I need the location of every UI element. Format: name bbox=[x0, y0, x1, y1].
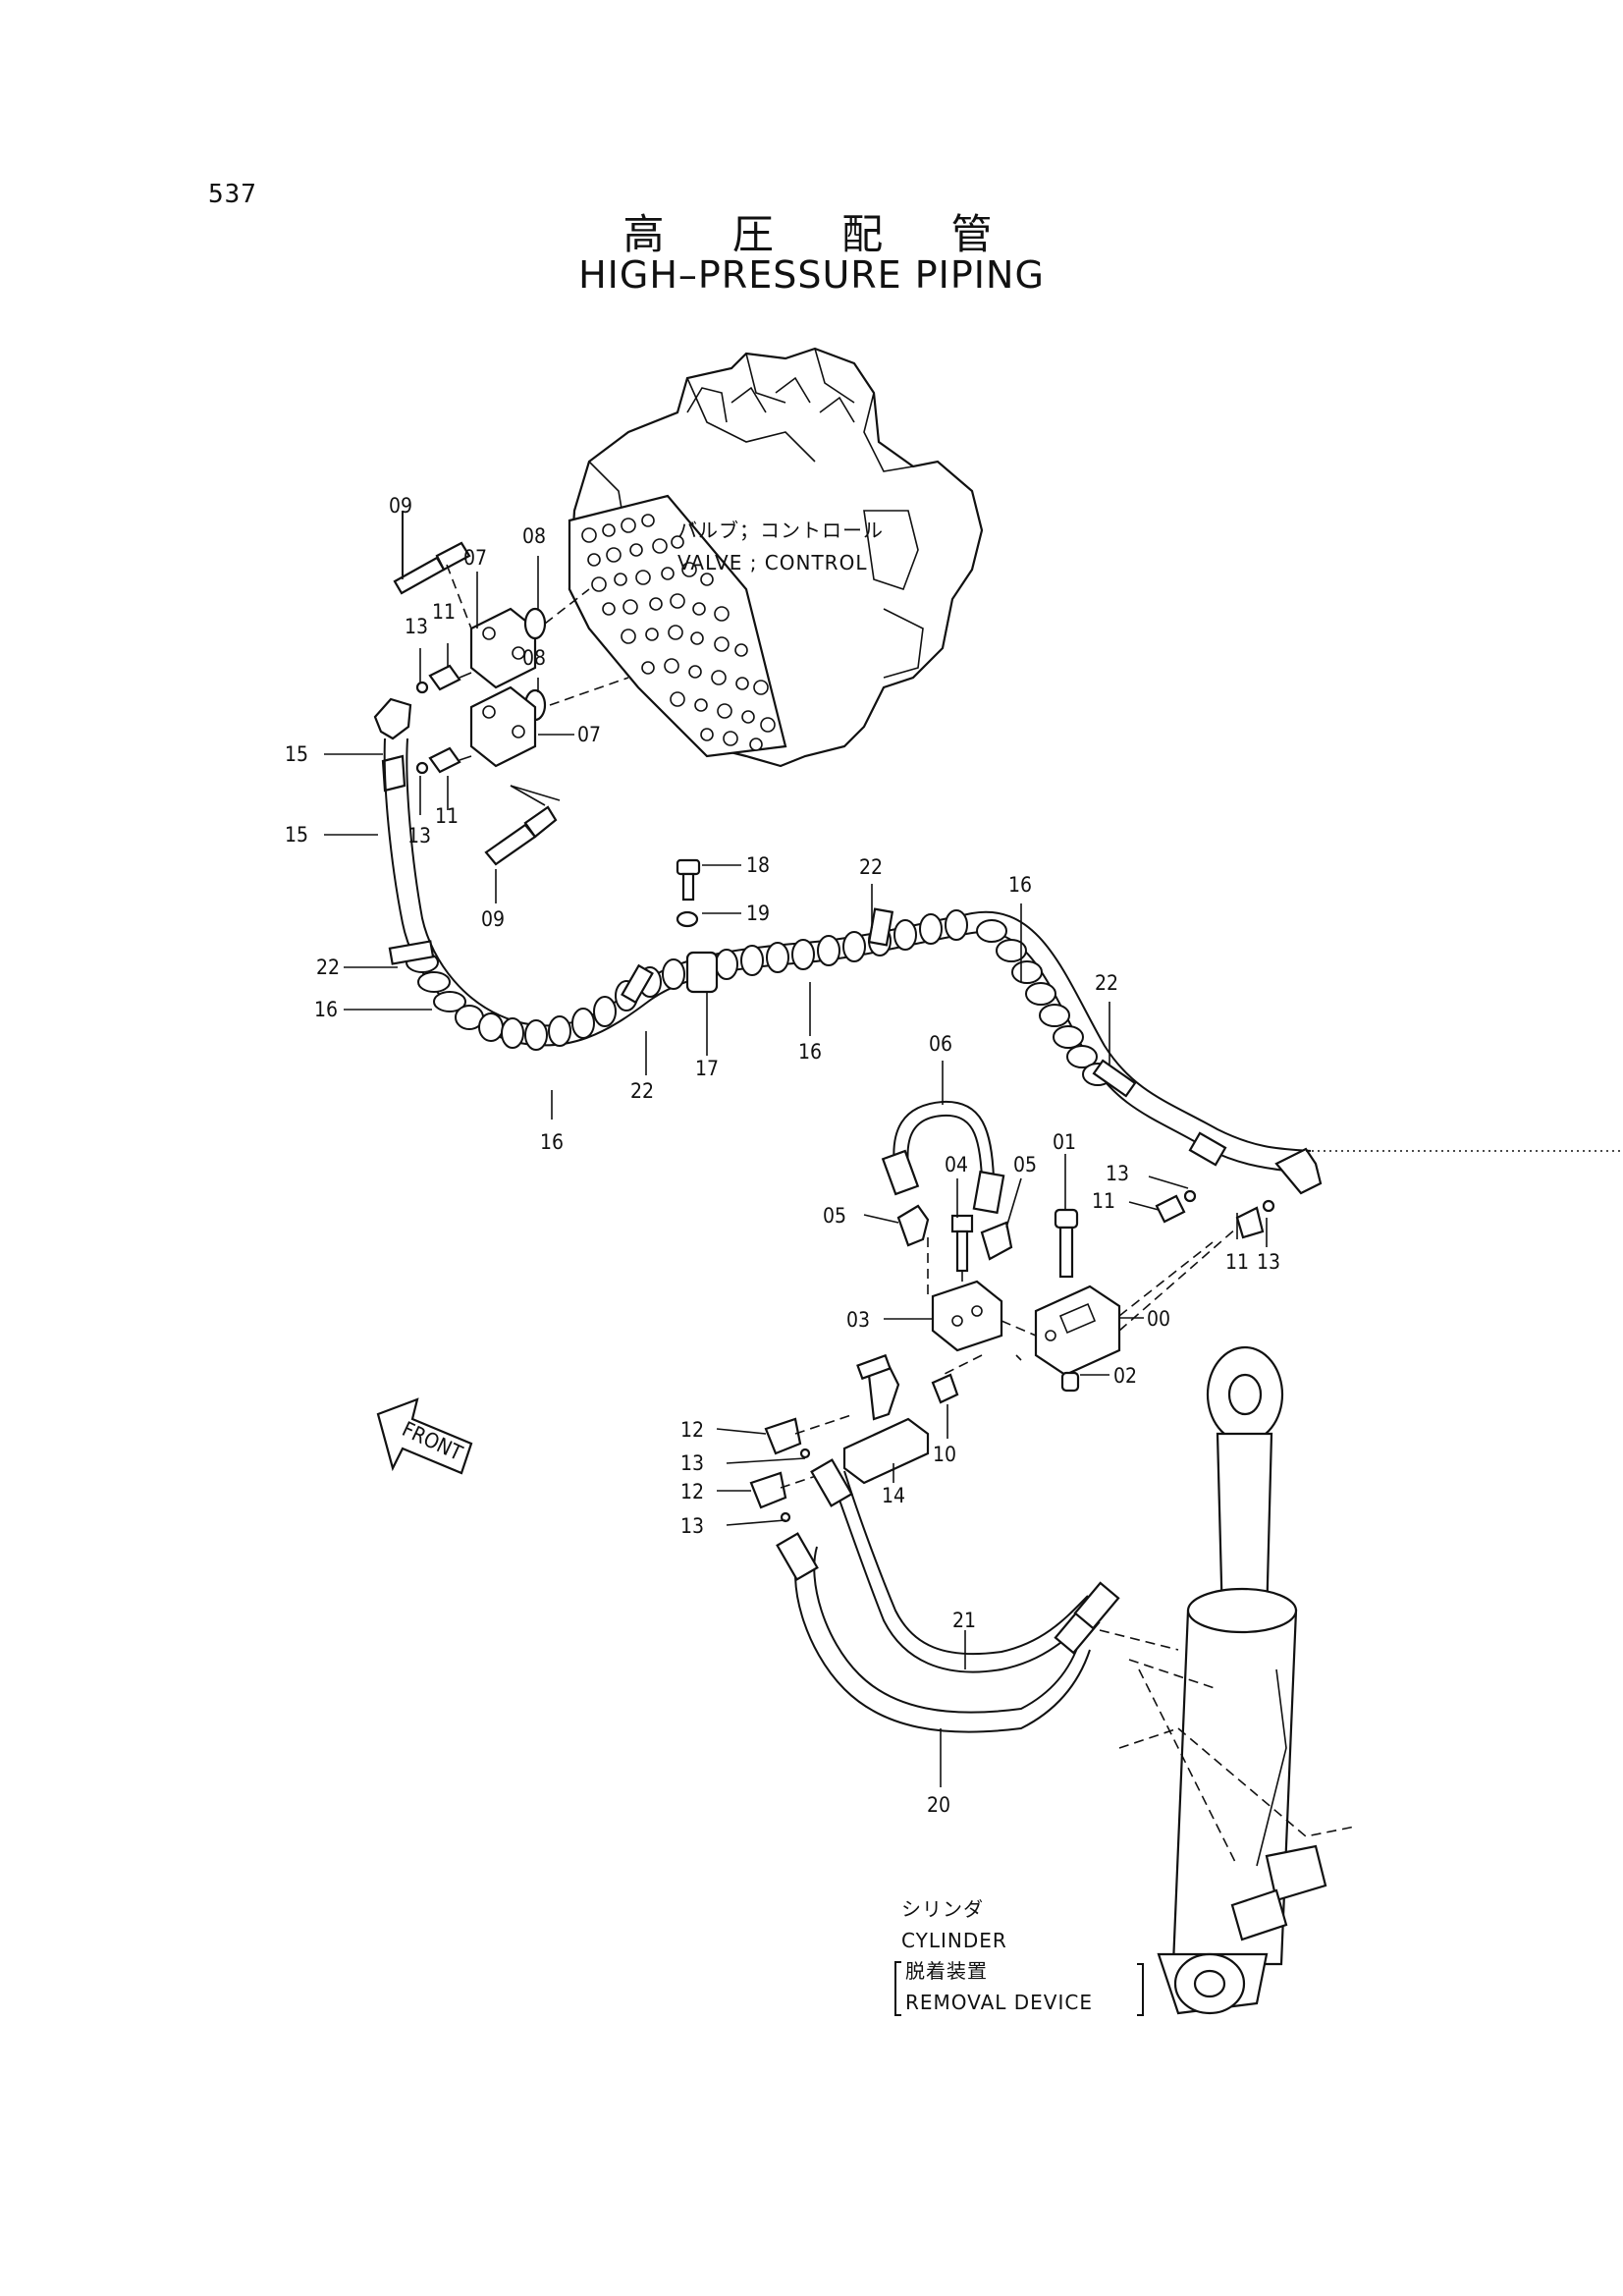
callout-13-far: 13 bbox=[1257, 1250, 1280, 1274]
removal-label-jp: 脱着装置 bbox=[905, 1959, 988, 1983]
callout-16-top: 16 bbox=[1008, 873, 1032, 897]
callout-19: 19 bbox=[746, 902, 770, 925]
bracket-left bbox=[894, 1961, 901, 2016]
callout-22-top: 22 bbox=[859, 855, 883, 879]
callout-13-top: 13 bbox=[405, 615, 428, 638]
page-number: 537 bbox=[208, 180, 257, 209]
main-hose bbox=[383, 738, 1323, 1195]
callout-11-far: 11 bbox=[1225, 1250, 1249, 1274]
callout-06: 06 bbox=[929, 1032, 952, 1056]
callout-16-left: 16 bbox=[314, 998, 338, 1021]
callout-15-lower: 15 bbox=[285, 823, 308, 847]
callout-12-lower: 12 bbox=[680, 1480, 704, 1503]
cylinder-drawing bbox=[1099, 1345, 1356, 2015]
leader-lines bbox=[324, 530, 1268, 1787]
callout-14: 14 bbox=[882, 1484, 905, 1507]
callout-09-lower: 09 bbox=[481, 907, 505, 931]
removal-label-en: REMOVAL DEVICE bbox=[905, 1991, 1093, 2014]
callout-03: 03 bbox=[846, 1308, 870, 1332]
title-japanese: 高 圧 配 管 bbox=[622, 210, 1020, 258]
cylinder-label-en: CYLINDER bbox=[901, 1929, 1007, 1952]
callout-09-top: 09 bbox=[389, 494, 412, 518]
callout-20: 20 bbox=[927, 1793, 950, 1817]
callout-22-right: 22 bbox=[1095, 971, 1118, 995]
callout-07-top: 07 bbox=[463, 546, 487, 570]
title-english: HIGH–PRESSURE PIPING bbox=[578, 253, 1045, 297]
callout-13-left-top: 13 bbox=[680, 1451, 704, 1475]
callout-13-mid: 13 bbox=[407, 824, 431, 847]
cylinder-label-jp: シリンダ bbox=[901, 1897, 984, 1921]
callout-08-top: 08 bbox=[522, 524, 546, 548]
callout-17: 17 bbox=[695, 1057, 719, 1080]
callout-13-left-lower: 13 bbox=[680, 1514, 704, 1538]
valve-label-jp: バルブ；コントロール bbox=[677, 519, 884, 542]
callout-05-left: 05 bbox=[823, 1204, 846, 1228]
callout-07-lower: 07 bbox=[577, 723, 601, 746]
callout-16-mid: 16 bbox=[798, 1040, 822, 1064]
callout-18: 18 bbox=[746, 853, 770, 877]
callout-13-right: 13 bbox=[1106, 1162, 1129, 1185]
callout-16-bottom: 16 bbox=[540, 1130, 564, 1154]
callout-11-mid: 11 bbox=[435, 804, 459, 828]
callout-22-bottom: 22 bbox=[630, 1079, 654, 1103]
valve-label-en: VALVE ; CONTROL bbox=[677, 551, 867, 574]
callout-04: 04 bbox=[945, 1153, 968, 1176]
block-assembly bbox=[749, 1100, 1275, 1523]
bracket-right bbox=[1137, 1963, 1144, 2016]
callout-01: 01 bbox=[1053, 1130, 1076, 1154]
callout-11-right: 11 bbox=[1092, 1189, 1115, 1213]
callout-labels: 09 07 08 13 11 08 07 15 13 11 15 09 18 1… bbox=[285, 494, 1280, 1817]
callout-05-right: 05 bbox=[1013, 1153, 1037, 1176]
callout-02: 02 bbox=[1113, 1364, 1137, 1388]
lower-hoses bbox=[776, 1458, 1120, 1733]
front-arrow: FRONT bbox=[376, 1397, 473, 1475]
callout-10: 10 bbox=[933, 1443, 956, 1466]
control-valve-drawing bbox=[568, 347, 984, 768]
callout-21: 21 bbox=[952, 1609, 976, 1632]
callout-15-top: 15 bbox=[285, 742, 308, 766]
callout-22-left: 22 bbox=[316, 956, 340, 979]
callout-08-lower: 08 bbox=[522, 646, 546, 670]
callout-11-top: 11 bbox=[432, 600, 456, 624]
callout-00: 00 bbox=[1147, 1307, 1170, 1331]
callout-12-top: 12 bbox=[680, 1418, 704, 1442]
upper-fittings bbox=[373, 511, 629, 866]
